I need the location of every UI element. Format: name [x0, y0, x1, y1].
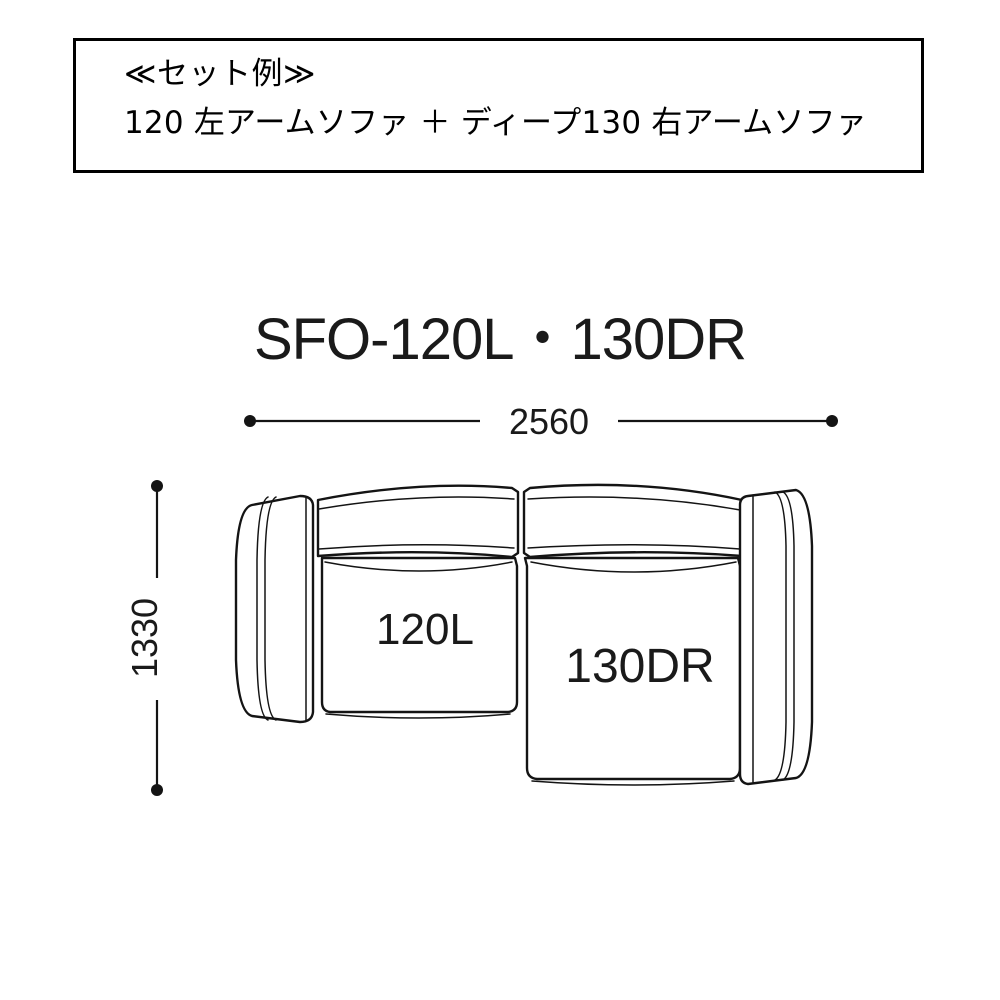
- right-arm-outer: [738, 488, 814, 786]
- left-arm-outer: [234, 494, 315, 724]
- module-130DR: 130DR: [522, 483, 814, 786]
- backrest-120L-bottom-seam: [318, 544, 515, 550]
- depth-dimension-endpoint-bottom: [151, 784, 163, 796]
- module-label-130DR: 130DR: [565, 640, 714, 693]
- left-arm-inner-seam-2: [264, 496, 277, 721]
- seat-130DR-bottom-seam: [531, 780, 735, 786]
- depth-dimension-endpoint-top: [151, 480, 163, 492]
- caption-heading: ≪セット例≫: [124, 56, 316, 92]
- module-120L: 120L: [234, 484, 520, 724]
- backrest-120L-top-seam: [318, 496, 515, 510]
- seat-120L-bottom-seam: [325, 713, 511, 719]
- width-dimension: 2560: [244, 401, 838, 442]
- seat-130DR-top-seam: [530, 561, 737, 573]
- module-label-120L: 120L: [376, 605, 474, 654]
- left-arm-inner-seam: [256, 496, 269, 721]
- width-dimension-endpoint-left: [244, 415, 256, 427]
- width-dimension-label: 2560: [509, 401, 589, 442]
- backrest-130DR-top-seam: [527, 496, 741, 511]
- seat-cushion-120L: [320, 556, 519, 714]
- width-dimension-endpoint-right: [826, 415, 838, 427]
- backrest-120L: [316, 484, 520, 559]
- right-arm-inner-seam: [782, 491, 795, 781]
- depth-dimension-label: 1330: [124, 598, 165, 678]
- set-example-caption-box: ≪セット例≫ 120 左アームソファ ＋ ディープ130 右アームソファ: [73, 38, 924, 173]
- backrest-130DR-bottom-seam: [527, 543, 741, 550]
- right-arm-inner-seam-2: [774, 491, 787, 781]
- seat-120L-top-seam: [324, 561, 513, 572]
- depth-dimension: 1330: [124, 480, 165, 796]
- caption-description: 120 左アームソファ ＋ ディープ130 右アームソファ: [124, 105, 867, 141]
- page-title: SFO-120L・130DR: [253, 307, 747, 372]
